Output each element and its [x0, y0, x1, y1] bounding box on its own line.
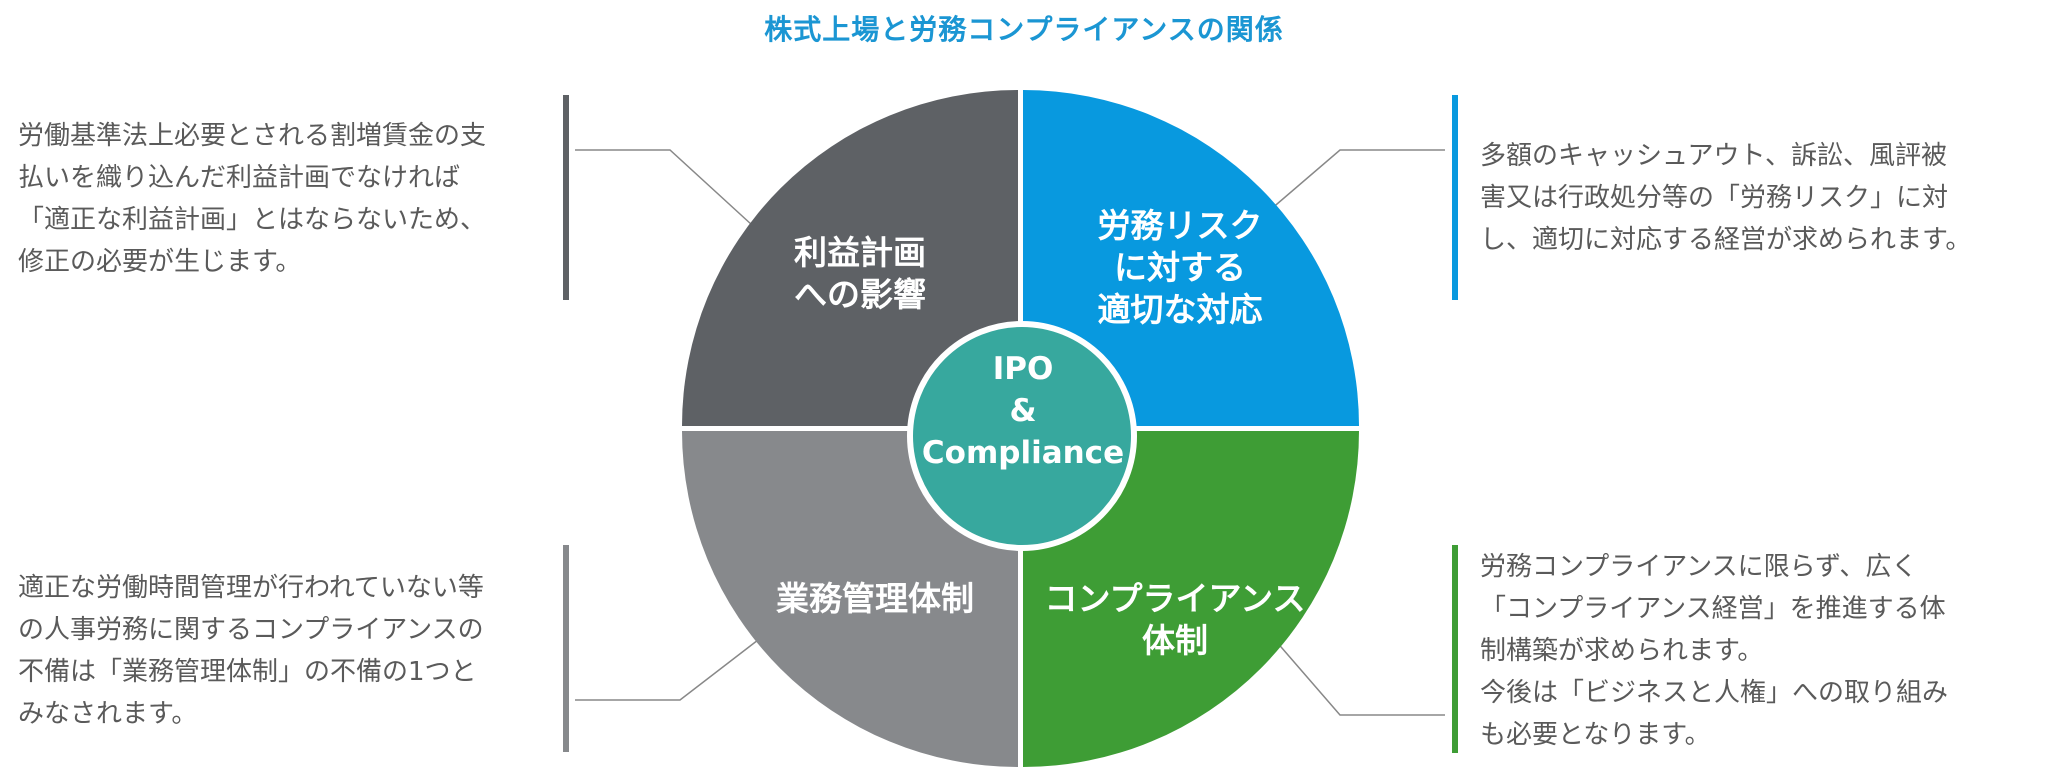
description-compliance-system: 労務コンプライアンスに限らず、広く 「コンプライアンス経営」を推進する体 制構築… — [1480, 552, 1949, 750]
quadrant-bottom-right — [1023, 431, 1359, 767]
connector-bottom-left — [575, 639, 759, 701]
quadrant-label-profit-plan: 利益計画 への影響 — [794, 233, 926, 314]
quadrant-top-right — [1023, 90, 1359, 426]
diagram-title: 株式上場と労務コンプライアンスの関係 — [764, 13, 1284, 46]
side-bar-top-left — [563, 95, 569, 300]
quadrant-bottom-left — [682, 431, 1018, 767]
side-bar-bottom-right — [1452, 545, 1458, 753]
center-circle — [907, 321, 1137, 551]
center-label: IPO & Compliance — [921, 351, 1125, 471]
quadrant-label-business-management: 業務管理体制 — [776, 579, 974, 618]
description-business-management: 適正な労働時間管理が行われていない等 の人事労務に関するコンプライアンスの 不備… — [18, 573, 484, 729]
connector-top-left — [575, 149, 753, 226]
quadrant-label-compliance-system: コンプライアンス 体制 — [1044, 579, 1306, 660]
side-bar-bottom-left — [563, 545, 569, 752]
connector-bottom-right — [1274, 639, 1445, 716]
quadrant-top-left — [682, 90, 1018, 426]
quadrant-label-labor-risk: 労務リスク に対する 適切な対応 — [1097, 206, 1263, 329]
description-profit-plan: 労働基準法上必要とされる割増賃金の支 払いを織り込んだ利益計画でなければ 「適正… — [18, 121, 487, 277]
connector-top-right — [1269, 149, 1445, 211]
side-bar-top-right — [1452, 95, 1458, 300]
description-labor-risk: 多額のキャッシュアウト、訴訟、風評被 害又は行政処分等の「労務リスク」に対 し、… — [1480, 141, 1972, 255]
